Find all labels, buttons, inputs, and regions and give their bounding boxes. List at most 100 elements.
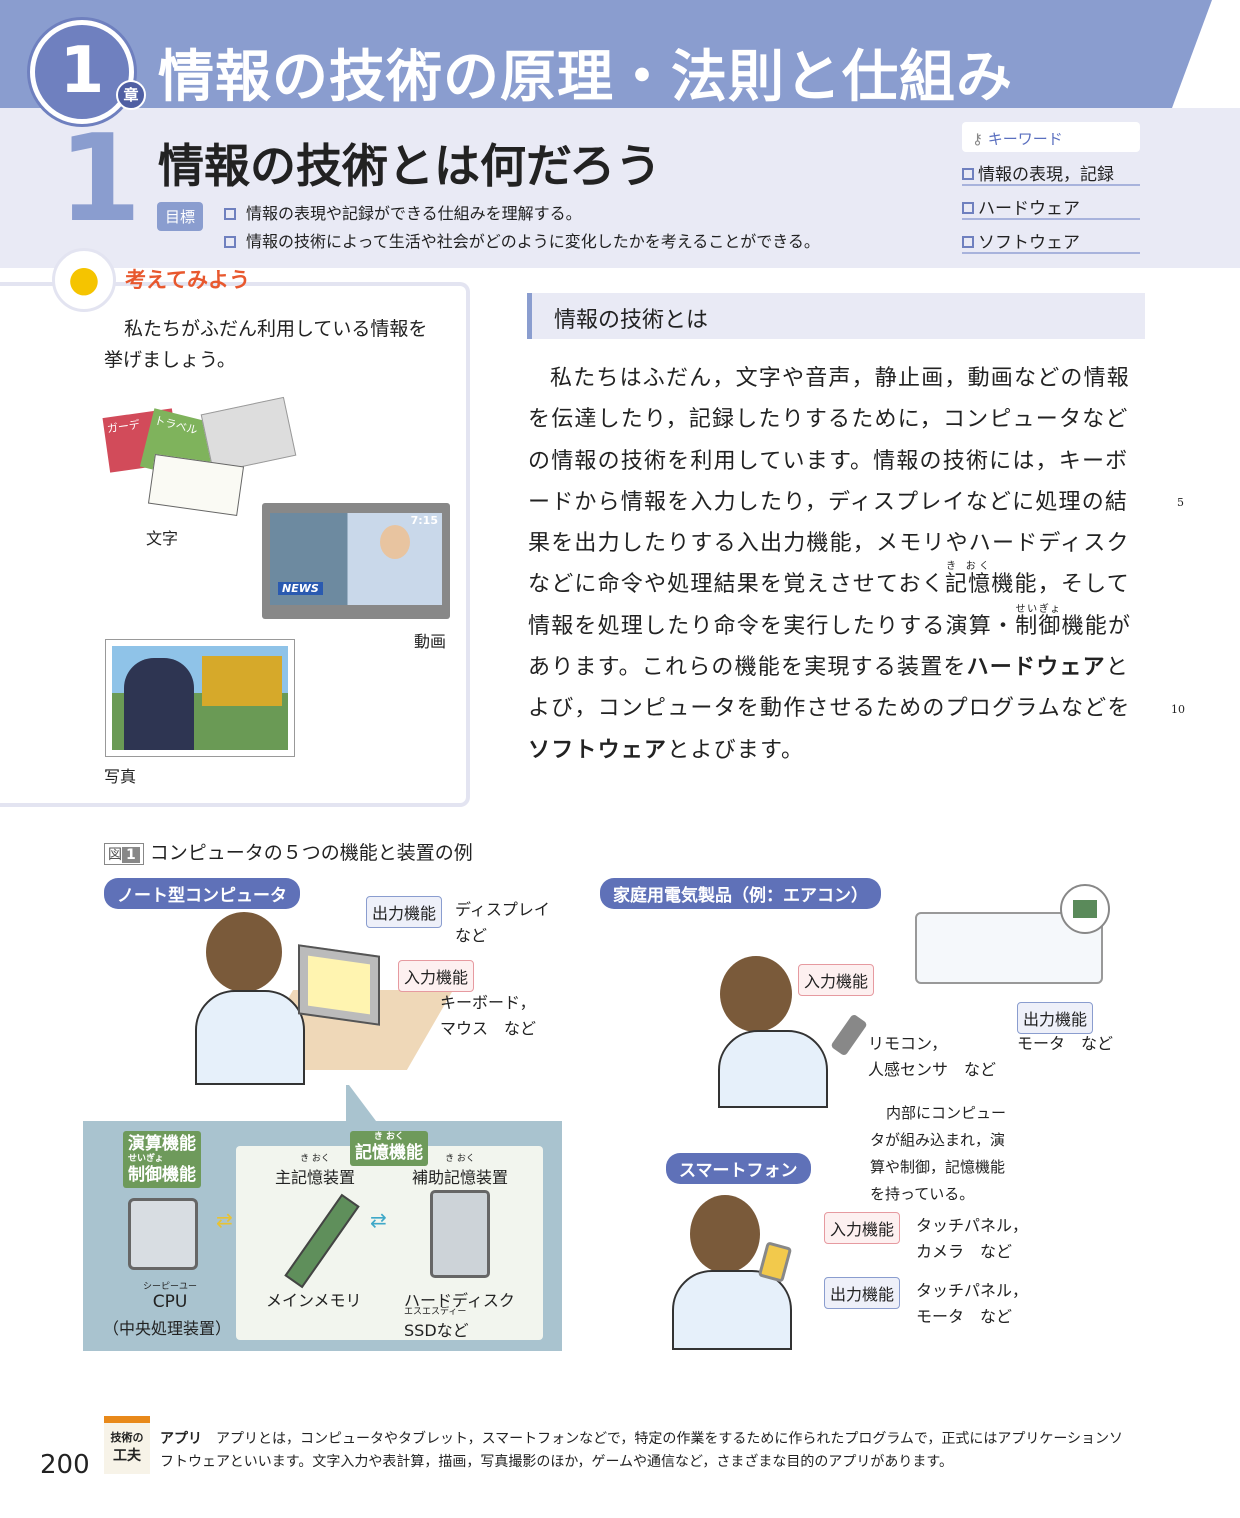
input-function-tag: 入力機能 <box>798 964 875 996</box>
exchange-arrows-icon: ⇄ <box>216 1208 233 1232</box>
ruby-seigyo: 制御せいぎょ <box>1015 603 1062 639</box>
chapter-number: 1 <box>30 20 134 124</box>
chapter-banner <box>0 0 1212 108</box>
circuit-board-zoom <box>1060 884 1110 934</box>
remote-control-illustration <box>830 1013 868 1057</box>
tv-news-label: NEWS <box>278 582 323 595</box>
person-body <box>672 1270 792 1350</box>
note-text: アプリとは，コンピュータやタブレット，スマートフォンなどで，特定の作業をするため… <box>160 1431 1124 1470</box>
output-function-tag: 出力機能 <box>824 1277 901 1309</box>
keyword-text: 情報の表現，記録 <box>978 165 1114 185</box>
section-title: 情報の技術とは何だろう <box>158 139 662 193</box>
hdd-label: ハードディスク <box>404 1291 515 1310</box>
cpu-desc: （中央処理装置） <box>103 1319 232 1338</box>
goal-text: 情報の表現や記録ができる仕組みを理解する。 <box>246 204 582 223</box>
keywords-label: キーワード <box>987 130 1063 148</box>
checkbox-icon <box>962 236 974 248</box>
keyword-item: ソフトウェア <box>962 220 1140 254</box>
calc-control-tag: 演算機能せいぎょ制御機能 <box>123 1131 201 1188</box>
aircon-note: 内部にコンピュータが組み込まれ，演算や制御，記憶機能を持っている。 <box>870 1104 1007 1203</box>
line-number: 10 <box>1171 703 1185 716</box>
person-head <box>206 912 282 992</box>
key-icon: ⚷ <box>972 130 983 148</box>
memory-function-tag: き おく記憶機能 <box>350 1131 428 1166</box>
keywords-box: ⚷ キーワード 情報の表現，記録 ハードウェア ソフトウェア <box>962 122 1140 254</box>
output-desc: モータ など <box>1017 1034 1114 1053</box>
students <box>124 658 194 750</box>
footer-note: アプリ アプリとは，コンピュータやタブレット，スマートフォンなどで，特定の作業を… <box>160 1428 1130 1474</box>
note-term: アプリ <box>160 1431 202 1447</box>
ram-label: メインメモリ <box>266 1291 362 1310</box>
memory-panel <box>236 1146 543 1340</box>
golden-pavilion <box>202 656 282 706</box>
lightbulb-icon: ● <box>52 248 116 312</box>
line-number: 5 <box>1177 496 1184 509</box>
checkbox-icon <box>962 168 974 180</box>
callout-pointer <box>346 1085 376 1121</box>
photo-illustration <box>105 639 295 757</box>
laptop-illustration <box>298 944 380 1026</box>
aircon-label: 家庭用電気製品（例：エアコン） <box>600 878 881 909</box>
aux-memory-label: き おく補助記憶装置 <box>412 1154 509 1188</box>
checkbox-icon <box>224 236 236 248</box>
goal-text: 情報の技術によって生活や社会がどのように変化したかを考えることができる。 <box>246 232 820 251</box>
magazines-illustration: ガーデ トラベル <box>102 396 297 517</box>
checkbox-icon <box>224 208 236 220</box>
smartphone-label: スマートフォン <box>666 1153 811 1184</box>
exchange-arrows-icon: ⇄ <box>370 1208 387 1232</box>
term-hardware: ハードウェア <box>966 655 1106 681</box>
term-software: ソフトウェア <box>528 737 668 763</box>
tv-screen: 7:15 NEWS <box>270 513 442 605</box>
think-text: 私たちがふだん利用している情報を挙げましょう。 <box>104 318 428 371</box>
input-function-tag: 入力機能 <box>398 960 475 992</box>
keywords-header: ⚷ キーワード <box>962 122 1140 152</box>
person-body <box>718 1030 828 1108</box>
output-function-tag: 出力機能 <box>1017 1002 1094 1034</box>
input-desc: キーボード，マウス など <box>440 993 537 1038</box>
keyword-item: ハードウェア <box>962 186 1140 220</box>
chapter-suffix: 章 <box>116 80 146 110</box>
figure-title: コンピュータの５つの機能と装置の例 <box>149 842 473 864</box>
main-background <box>474 268 1240 808</box>
person-body <box>195 990 305 1085</box>
tv-illustration: 7:15 NEWS <box>262 503 450 619</box>
main-memory-label: き おく主記憶装置 <box>275 1154 356 1188</box>
tech-tip-badge: 技術の工夫 <box>104 1416 150 1474</box>
think-label: 考えてみよう <box>125 268 250 292</box>
section-number: 1 <box>58 110 142 249</box>
chapter-title: 情報の技術の原理・法則と仕組み <box>158 45 1013 110</box>
caption-video: 動画 <box>414 632 447 651</box>
page-number: 200 <box>40 1450 90 1480</box>
ruby-kioku: 記憶き おく <box>944 561 992 598</box>
tv-time: 7:15 <box>410 514 438 527</box>
notebook-label: ノート型コンピュータ <box>104 878 300 909</box>
checkbox-icon <box>962 202 974 214</box>
subsection-heading: 情報の技術とは <box>527 293 1145 339</box>
smartphone-illustration <box>757 1241 793 1283</box>
person-head <box>690 1195 760 1273</box>
keyword-text: ハードウェア <box>978 199 1080 219</box>
input-desc: リモコン，人感センサ など <box>868 1034 997 1079</box>
caption-text: 文字 <box>146 529 179 548</box>
cpu-chip-illustration <box>128 1198 198 1270</box>
hard-disk-illustration <box>430 1190 490 1278</box>
caption-photo: 写真 <box>104 767 137 786</box>
newscaster <box>380 525 410 559</box>
keyword-item: 情報の表現，記録 <box>962 152 1140 186</box>
input-desc: タッチパネル，カメラ など <box>916 1216 1029 1261</box>
input-function-tag: 入力機能 <box>824 1212 901 1244</box>
person-head <box>720 956 792 1032</box>
air-conditioner-illustration <box>915 912 1103 984</box>
output-desc: ディスプレイなど <box>455 900 550 945</box>
output-desc: タッチパネル，モータ など <box>916 1281 1029 1326</box>
body-paragraph: 私たちはふだん，文字や音声，静止画，動画などの情報を伝達したり，記録したりするた… <box>528 366 1132 763</box>
goals-label: 目標 <box>157 202 204 231</box>
output-function-tag: 出力機能 <box>366 896 443 928</box>
keyword-text: ソフトウェア <box>978 233 1080 253</box>
goal-item: 情報の表現や記録ができる仕組みを理解する。 <box>224 200 582 224</box>
goal-item: 情報の技術によって生活や社会がどのように変化したかを考えることができる。 <box>224 228 820 252</box>
